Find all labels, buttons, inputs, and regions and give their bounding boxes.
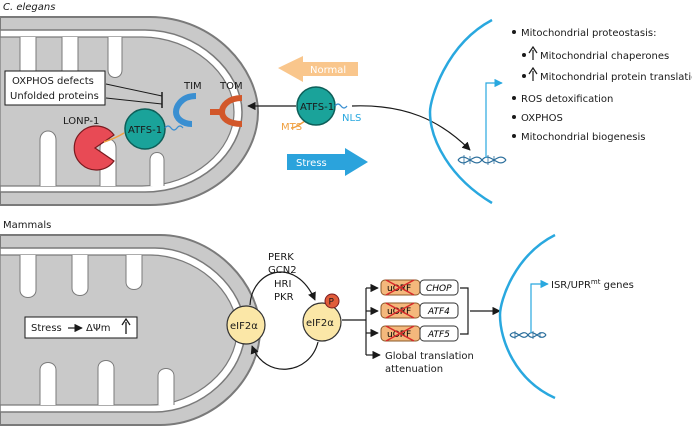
outcome-2: Mitochondrial chaperones: [540, 51, 669, 62]
isr-genes-label: ISR/UPRmt genes: [551, 278, 634, 291]
tom-icon: [210, 95, 243, 127]
kinase-gcn2: GCN2: [268, 265, 297, 276]
uorf-row-atf4: uORF ATF4: [380, 302, 459, 319]
transcription-arrow-bottom: [530, 279, 549, 333]
atfs1-inside: [124, 108, 166, 150]
uorf-label: uORF: [387, 284, 411, 294]
up-arrow-icon: [121, 317, 131, 334]
cycle-arrow-top: [249, 271, 316, 306]
dna-icon-top: [457, 155, 507, 165]
oxphos-label: OXPHOS defects: [12, 76, 94, 87]
gene-atf4: ATF4: [427, 307, 450, 317]
outcome-6: Mitochondrial biogenesis: [521, 132, 646, 143]
cycle-arrow-bottom: [250, 341, 319, 370]
unfolded-label: Unfolded proteins: [10, 91, 99, 102]
outcome-list: Mitochondrial proteostasis: Mitochondria…: [512, 28, 692, 143]
uorf-label: uORF: [387, 330, 411, 340]
eif2a-left-label: eIF2α: [230, 321, 258, 332]
stress-word: Stress: [31, 323, 62, 334]
outcome-1: Mitochondrial proteostasis:: [521, 28, 656, 39]
mts-label: MTS: [281, 122, 302, 133]
cross-icon: [385, 325, 415, 342]
nls-label: NLS: [342, 113, 361, 124]
phospho-label: P: [329, 298, 335, 308]
lonp-label: LONP-1: [63, 116, 99, 127]
lonp-icon: [73, 125, 115, 171]
up-arrow-icon: [528, 45, 538, 60]
inhibit-line-2: [105, 97, 163, 105]
global-translation-line1: Global translation: [385, 351, 474, 362]
oxphos-box: [4, 70, 106, 106]
up-arrow-icon: [528, 66, 538, 81]
tim-label: TIM: [183, 81, 202, 92]
eif2a-right: [302, 302, 342, 342]
atfs1-inside-label: ATFS-1: [128, 125, 162, 136]
tom-label: TOM: [219, 81, 243, 92]
nucleus-top: [428, 18, 493, 205]
normal-arrow: Normal: [278, 56, 358, 82]
section-label-c-elegans: C. elegans: [3, 2, 55, 13]
nuclear-arrow: [351, 105, 471, 151]
bracket: [460, 287, 469, 335]
svg-text:Stress: Stress: [296, 158, 327, 169]
outcome-5: OXPHOS: [521, 113, 563, 124]
dna-icon-bottom: [509, 331, 547, 339]
kinase-pkr: PKR: [274, 292, 294, 303]
eif2a-right-label: eIF2α: [306, 318, 334, 329]
atfs1-outside-label: ATFS-1: [300, 102, 334, 113]
nucleus-bottom: [498, 233, 556, 400]
inhibit-line-1: [105, 83, 163, 97]
uorf-label: uORF: [387, 307, 411, 317]
gene-atf5: ATF5: [427, 330, 450, 340]
uorf-row-atf5: uORF ATF5: [380, 325, 459, 342]
cross-icon: [385, 279, 415, 296]
kinase-hri: HRI: [274, 279, 291, 290]
section-label-mammals: Mammals: [3, 220, 51, 231]
phospho-icon: [324, 293, 340, 309]
tim-icon: [172, 93, 197, 127]
global-translation-line2: attenuation: [385, 364, 443, 375]
transcription-arrow-top: [485, 78, 503, 158]
gene-chop: CHOP: [426, 284, 452, 294]
eif2a-left: [226, 305, 266, 345]
uorf-row-chop: uORF CHOP: [380, 279, 459, 296]
kinase-perk: PERK: [268, 252, 294, 263]
cross-icon: [385, 302, 415, 319]
outcome-3: Mitochondrial protein translation: [540, 72, 692, 83]
svg-text:Normal: Normal: [310, 65, 346, 76]
delta-psi-label: ΔΨm: [86, 323, 110, 334]
stress-arrow: Stress: [287, 148, 368, 176]
outcome-4: ROS detoxification: [521, 94, 613, 105]
